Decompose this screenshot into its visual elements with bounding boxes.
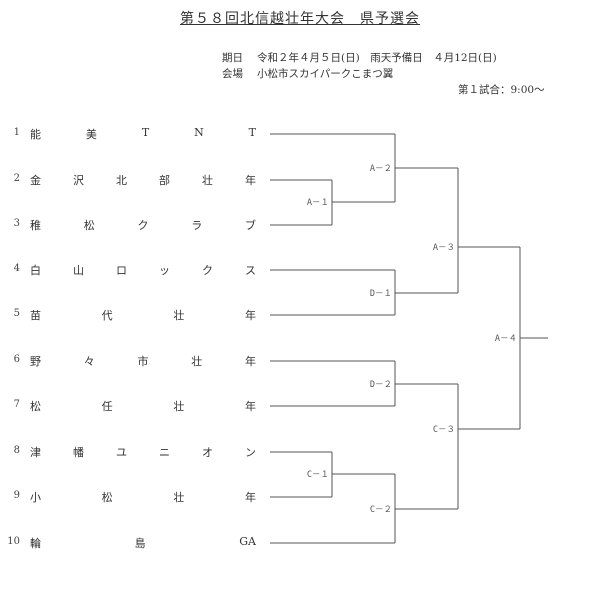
team-name-char: 々	[83, 355, 95, 368]
team-name: 小松壮年	[30, 489, 256, 505]
match-label-a2: A－２	[369, 164, 392, 174]
team-name-char: ロ	[116, 264, 127, 277]
page-title: 第５８回北信越壮年大会 県予選会	[180, 11, 420, 27]
team-name: 金沢北部壮年	[30, 172, 256, 188]
team-name-char: 壮	[173, 491, 185, 504]
team-name-char: 島	[134, 537, 146, 550]
team-name-char: 松	[101, 491, 113, 504]
team-name-char: 稚	[30, 219, 41, 232]
team-name-char: オ	[202, 446, 213, 459]
match-label-a3: A－３	[432, 243, 455, 253]
team-name: 輪 島 GA	[30, 535, 256, 551]
match-label-a4: A－４	[494, 334, 517, 344]
team-number: 9	[13, 490, 20, 501]
team-name-char: 市	[137, 355, 149, 368]
team-name-char: 年	[245, 355, 256, 368]
match-label-c3: C－３	[432, 425, 455, 435]
team-name-char: ッ	[159, 264, 170, 277]
team-name-char: 松	[83, 219, 95, 232]
team-name-char: 代	[101, 309, 113, 322]
team-name-char: ブ	[245, 219, 256, 232]
team-name-char: N	[194, 126, 204, 139]
team-name-char: 幡	[73, 446, 84, 459]
team-name-char: ラ	[191, 219, 203, 232]
date-label: 期日	[222, 52, 243, 64]
team-name-char: 白	[30, 264, 41, 277]
team-name-char: ク	[202, 264, 213, 277]
team-name: 津幡ユニオン	[30, 444, 256, 460]
venue-value: 小松市スカイパークこまつ翼	[257, 68, 394, 80]
team-name-char: 輪	[30, 537, 41, 550]
team-name: 松任壮年	[30, 398, 256, 414]
team-name-char: 小	[30, 491, 41, 504]
match-label-d2: D－２	[369, 380, 392, 390]
team-name-char: ン	[245, 446, 256, 459]
team-name-char: 壮	[191, 355, 203, 368]
team-number: 7	[13, 399, 20, 410]
team-name-char: 年	[244, 309, 256, 322]
match-label-c1: C－１	[306, 470, 329, 480]
team-name-char: 年	[244, 491, 256, 504]
team-name-char: 壮	[173, 309, 185, 322]
team-name-char: 津	[30, 446, 41, 459]
team-number: 3	[13, 218, 20, 229]
team-name: 稚松クラブ	[30, 217, 256, 233]
team-name-char: 美	[85, 128, 97, 141]
team-name-char: ニ	[159, 446, 170, 459]
team-name-char: T	[248, 126, 256, 139]
team-name-char: T	[141, 126, 150, 139]
team-name-char: 松	[30, 400, 41, 413]
match-label-a1: A－１	[306, 198, 329, 208]
team-name-char: 任	[101, 400, 113, 413]
team-name-char: 苗	[30, 309, 41, 322]
team-name-char: ク	[137, 219, 149, 232]
team-name-char: 金	[30, 174, 41, 187]
team-name-char: 年	[245, 174, 256, 187]
team-name-char: 能	[30, 128, 41, 141]
team-number: 2	[13, 173, 20, 184]
team-number: 1	[13, 127, 20, 138]
team-name-char: 部	[159, 174, 170, 187]
team-number: 6	[13, 354, 20, 365]
match-label-c2: C－２	[369, 505, 392, 515]
team-name-char: 壮	[202, 174, 213, 187]
team-number: 10	[7, 536, 20, 547]
team-name-char: 壮	[173, 400, 185, 413]
team-name-char: 沢	[73, 174, 84, 187]
match-label-d1: D－１	[369, 289, 392, 299]
team-number: 4	[13, 263, 20, 274]
team-name-char: 北	[116, 174, 127, 187]
first-match-time: 第１試合：9:00〜	[458, 84, 545, 96]
team-name-char: 野	[30, 355, 41, 368]
team-number: 5	[13, 308, 20, 319]
team-number: 8	[13, 445, 20, 456]
team-name-char: 年	[244, 400, 256, 413]
team-name: 苗代壮年	[30, 307, 256, 323]
date-value: 令和２年４月５日(日) 雨天予備日 ４月12日(日)	[257, 52, 497, 64]
team-name-char: 山	[73, 264, 84, 277]
team-name-char: GA	[239, 535, 256, 548]
team-name-char: ユ	[116, 446, 127, 459]
venue-label: 会場	[222, 68, 243, 80]
team-name-char: ス	[245, 264, 256, 277]
team-name: 野々市壮年	[30, 353, 256, 369]
team-name: 白山ロックス	[30, 262, 256, 278]
